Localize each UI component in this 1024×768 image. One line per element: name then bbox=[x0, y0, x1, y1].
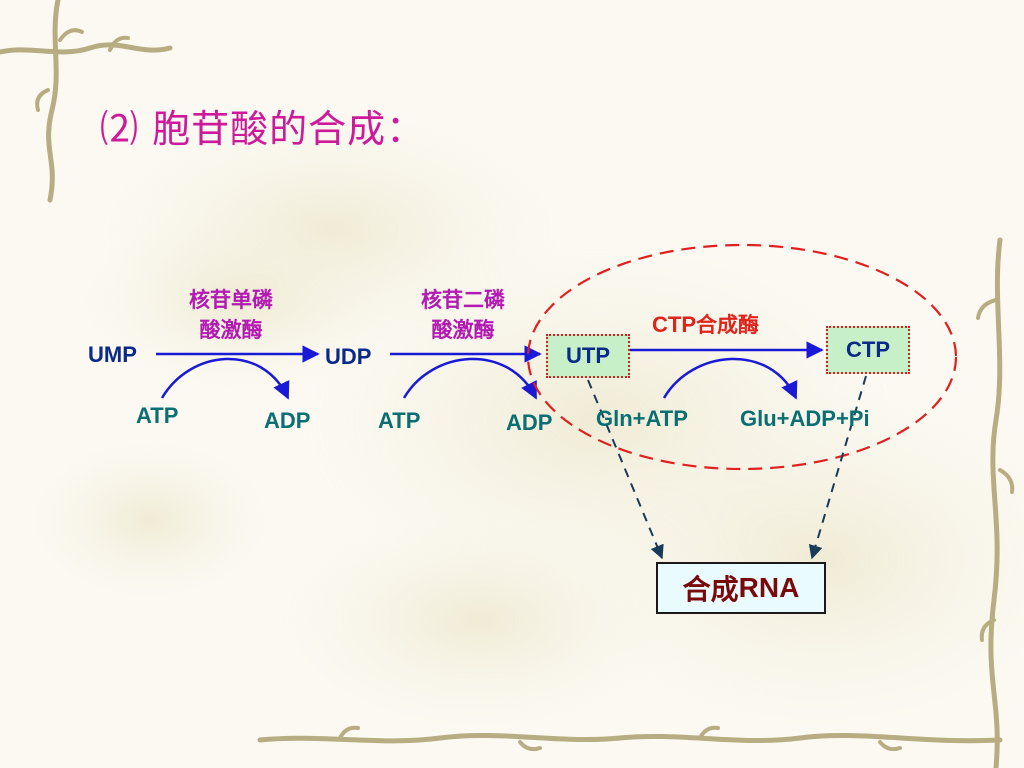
arrow-atp-adp-1 bbox=[160, 357, 290, 400]
ctp-box: CTP bbox=[826, 326, 910, 374]
watermark-flowers bbox=[30, 110, 1024, 730]
adp-label-2: ADP bbox=[506, 410, 553, 435]
udp-label: UDP bbox=[325, 344, 372, 369]
utp-box: UTP bbox=[546, 334, 630, 378]
gln-atp-label: Gln+ATP bbox=[596, 406, 688, 431]
arrow-atp-adp-2 bbox=[402, 357, 538, 400]
enzyme-ctp-synthetase: CTP合成酶 bbox=[652, 310, 759, 340]
arrow-gln-glu bbox=[662, 357, 798, 400]
enzyme-ndp-kinase-line1: 核苷二磷 bbox=[421, 287, 505, 312]
vine-bottom bbox=[257, 725, 1003, 752]
enzyme-ndp-kinase: 核苷二磷 酸激酶 bbox=[404, 285, 522, 345]
enzyme-ctp-suffix: 合成酶 bbox=[696, 312, 759, 337]
atp-label-1: ATP bbox=[136, 403, 179, 428]
rna-suffix: RNA bbox=[738, 572, 800, 603]
enzyme-ctp-name: CTP bbox=[652, 312, 696, 337]
glu-adp-pi-label: Glu+ADP+Pi bbox=[740, 406, 870, 431]
slide-title: ⑵ 胞苷酸的合成： bbox=[100, 107, 426, 151]
enzyme-nmp-kinase-line2: 酸激酶 bbox=[199, 317, 263, 342]
ump-label: UMP bbox=[88, 342, 137, 367]
dashed-arrow-ctp-to-rna bbox=[808, 375, 867, 560]
dashed-arrow-utp-to-rna bbox=[587, 379, 664, 560]
enzyme-nmp-kinase: 核苷单磷 酸激酶 bbox=[172, 285, 290, 345]
vine-top-left bbox=[0, 0, 173, 203]
enzyme-nmp-kinase-line1: 核苷单磷 bbox=[189, 287, 273, 312]
rna-prefix: 合成 bbox=[682, 573, 739, 606]
enzyme-ndp-kinase-line2: 酸激酶 bbox=[431, 317, 495, 342]
highlight-ellipse bbox=[526, 243, 958, 471]
vine-right bbox=[976, 237, 1015, 768]
adp-label-1: ADP bbox=[264, 408, 311, 433]
atp-label-2: ATP bbox=[378, 408, 421, 433]
